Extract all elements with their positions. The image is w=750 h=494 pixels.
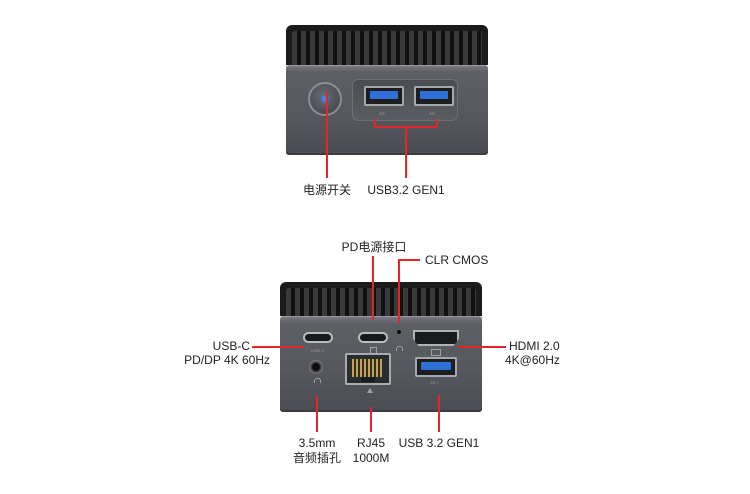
- usb-c-mark: USB-C: [311, 348, 325, 353]
- usb-port-recess: SS SS: [352, 79, 458, 121]
- clr-cmos-label: CLR CMOS: [425, 253, 489, 267]
- front-usb-mark-1: SS: [379, 111, 385, 116]
- clr-cmos-button[interactable]: [397, 330, 401, 334]
- rj45-label-line2: 1000M: [352, 451, 390, 465]
- usb-front-bracket-right: [436, 119, 438, 128]
- clr-cmos-callout-h: [398, 259, 420, 261]
- usb-c-label-line2: PD/DP 4K 60Hz: [184, 353, 270, 367]
- rear-vent-grille: [280, 282, 482, 316]
- usb-c-callout-line: [252, 346, 304, 348]
- rj45-label-line1: RJ45: [356, 436, 385, 450]
- network-icon: [367, 388, 373, 393]
- hdmi-label-line2: 4K@60Hz: [505, 353, 560, 367]
- hdmi-callout-line: [458, 346, 506, 348]
- top-vent-grille: [286, 25, 488, 65]
- audio-label-line1: 3.5mm: [298, 436, 336, 450]
- power-led-icon: [322, 96, 328, 102]
- front-usb-a-port-2[interactable]: [414, 86, 454, 106]
- audio-callout-line: [316, 396, 318, 432]
- usb-rear-label: USB 3.2 GEN1: [398, 436, 480, 450]
- usb-c-label-line1: USB-C: [212, 339, 250, 353]
- front-panel: SS SS: [286, 65, 488, 155]
- hdmi-label-line1: HDMI 2.0: [509, 339, 560, 353]
- usb-c-port-1[interactable]: [303, 332, 333, 343]
- pd-power-label: PD电源接口: [341, 240, 407, 254]
- rear-device: USB-C SS⇔: [280, 282, 482, 412]
- power-callout-line: [326, 92, 328, 178]
- hdmi-port[interactable]: [413, 330, 459, 346]
- rear-usb-a-port[interactable]: [415, 357, 457, 377]
- front-device: SS SS: [286, 25, 488, 155]
- rj45-port[interactable]: [345, 353, 391, 385]
- power-switch-label: 电源开关: [302, 183, 351, 197]
- front-usb-mark-2: SS: [429, 111, 435, 116]
- usb-c-pd-port[interactable]: [358, 332, 388, 343]
- headphone-icon: [314, 378, 321, 383]
- pd-power-callout-line: [372, 256, 374, 320]
- power-button[interactable]: [308, 82, 342, 116]
- usb-front-callout-line: [405, 127, 407, 178]
- usb-front-label: USB3.2 GEN1: [367, 183, 445, 197]
- rj45-callout-line: [370, 407, 372, 432]
- clr-cmos-callout-v: [398, 259, 400, 323]
- hdmi-icon: [431, 349, 441, 356]
- usb-rear-callout-line: [438, 395, 440, 432]
- usb-front-bracket-left: [374, 119, 376, 128]
- rear-usb-mark: SS⇔: [430, 380, 441, 385]
- front-usb-a-port-1[interactable]: [364, 86, 404, 106]
- audio-jack-port[interactable]: [309, 360, 323, 374]
- rear-panel: USB-C SS⇔: [280, 316, 482, 412]
- audio-label-line2: 音频插孔: [292, 451, 341, 465]
- headphone-small-icon: [396, 346, 403, 351]
